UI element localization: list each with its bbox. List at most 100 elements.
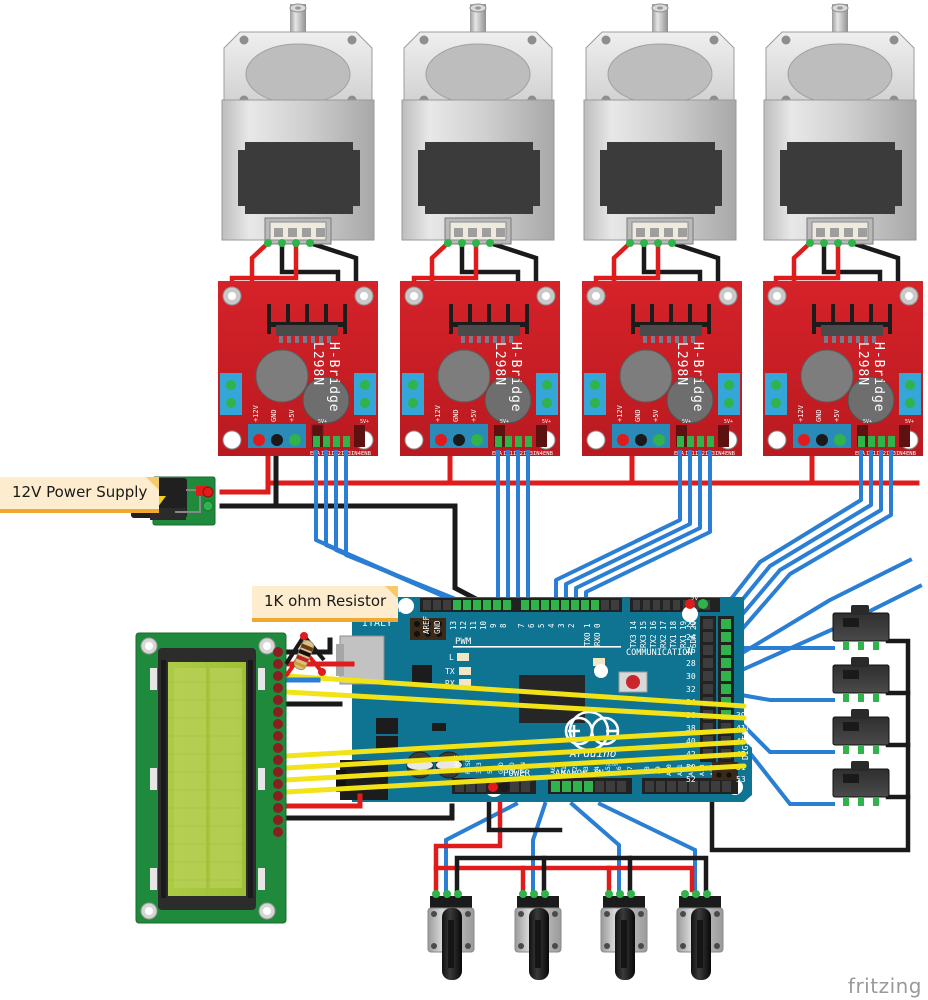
svg-text:38: 38 (686, 724, 696, 733)
svg-text:GND: GND (452, 409, 460, 422)
svg-text:28: 28 (686, 659, 696, 668)
svg-text:H-Bridge: H-Bridge (690, 342, 705, 413)
svg-text:42: 42 (686, 750, 696, 759)
svg-text:RX2 17: RX2 17 (659, 621, 668, 648)
stepper-motor[interactable] (401, 3, 555, 247)
slide-switch[interactable] (832, 761, 890, 806)
svg-text:H-Bridge: H-Bridge (326, 342, 341, 413)
svg-text:5V+: 5V+ (542, 419, 551, 425)
svg-text:5V: 5V (690, 594, 699, 602)
l298n-driver[interactable]: L298N H-Bridge +12V GND +5V (218, 281, 378, 457)
svg-text:+12V: +12V (252, 404, 260, 422)
slide-switch[interactable] (832, 605, 890, 650)
wire-switch-gnd (709, 638, 911, 853)
potentiometer[interactable] (600, 890, 648, 980)
svg-text:+5V: +5V (833, 409, 841, 422)
svg-text:RX1 19: RX1 19 (679, 621, 688, 648)
svg-text:L298N: L298N (855, 342, 870, 386)
svg-text:12: 12 (459, 621, 468, 630)
svg-text:ENB: ENB (543, 451, 554, 457)
svg-text:5: 5 (537, 623, 546, 628)
svg-text:4: 4 (547, 623, 556, 628)
svg-text:5V+: 5V+ (905, 419, 914, 425)
stepper-motor[interactable] (221, 3, 375, 247)
svg-text:L: L (449, 653, 454, 662)
svg-text:A1: A1 (560, 766, 568, 774)
slide-switch-group (832, 605, 890, 806)
note-12v-power-supply: 12V Power Supply (0, 477, 160, 513)
svg-text:30: 30 (686, 672, 696, 681)
resistor-1k[interactable] (284, 632, 326, 678)
svg-text:5V+: 5V+ (360, 419, 369, 425)
l298n-driver[interactable]: L298N H-Bridge +12V GND +5V 5V+ 5V+ (763, 281, 923, 457)
svg-text:22: 22 (686, 620, 696, 629)
svg-text:TX3 14: TX3 14 (629, 620, 638, 648)
silk-italy: ITALY (362, 618, 392, 629)
potentiometer[interactable] (514, 890, 562, 980)
svg-text:+5V: +5V (288, 409, 296, 422)
l298n-driver[interactable]: L298N H-Bridge +12V GND +5V 5V+5V+ (582, 281, 742, 457)
svg-text:+5V: +5V (470, 409, 478, 422)
svg-text:13: 13 (449, 621, 458, 630)
svg-text:A2: A2 (571, 766, 579, 774)
arduino-mega-board[interactable]: MADE IN ITALY (336, 594, 752, 802)
svg-text:IN4: IN4 (533, 451, 544, 457)
svg-text:AREF: AREF (422, 615, 431, 634)
svg-text:RESET: RESET (464, 754, 472, 774)
svg-text:26: 26 (686, 646, 696, 655)
svg-text:7: 7 (517, 623, 526, 628)
svg-text:+5V: +5V (652, 409, 660, 422)
svg-text:A0: A0 (549, 766, 557, 774)
svg-text:1: 1 (583, 623, 592, 628)
note-1k-ohm-resistor: 1K ohm Resistor (252, 586, 399, 622)
slide-switch[interactable] (832, 657, 890, 702)
svg-text:0: 0 (593, 623, 602, 628)
svg-text:GND: GND (433, 620, 442, 634)
slide-switch[interactable] (832, 709, 890, 754)
stepper-motor-group (221, 3, 917, 247)
svg-text:5V+: 5V+ (863, 419, 872, 425)
l298n-driver-group: L298N H-Bridge +12V GND +5V (218, 281, 923, 457)
stepper-motor[interactable] (583, 3, 737, 247)
svg-text:TX1 18: TX1 18 (669, 620, 678, 648)
l298n-driver[interactable]: L298N H-Bridge +12V GND +5V 5V+5V+ (400, 281, 560, 457)
svg-text:GND: GND (815, 409, 823, 422)
svg-text:5V+: 5V+ (318, 419, 327, 425)
potentiometer[interactable] (676, 890, 724, 980)
svg-text:8: 8 (499, 623, 508, 628)
svg-text:MEGA: MEGA (606, 762, 618, 768)
svg-text:ENB: ENB (906, 451, 917, 457)
silk-power: POWER (503, 769, 531, 779)
lcd-pin-header[interactable] (273, 647, 283, 837)
svg-text:10: 10 (479, 620, 488, 630)
lcd-display[interactable] (135, 632, 287, 924)
svg-text:SDA 20: SDA 20 (689, 620, 698, 648)
svg-text:GND: GND (270, 409, 278, 422)
svg-text:5V+: 5V+ (682, 419, 691, 425)
svg-text:TXO: TXO (583, 632, 592, 646)
wire-pot-analog (444, 801, 697, 892)
svg-text:+12V: +12V (797, 404, 805, 422)
svg-text:40: 40 (686, 737, 696, 746)
potentiometer-group (427, 890, 724, 980)
svg-text:53: 53 (736, 775, 746, 784)
wire-pot-5v (433, 801, 695, 893)
svg-text:A5: A5 (604, 766, 612, 774)
svg-text:TX2 16: TX2 16 (649, 620, 658, 648)
svg-text:H-Bridge: H-Bridge (508, 342, 523, 413)
silk-communication: COMMUNICATION (626, 648, 693, 658)
svg-text:9: 9 (489, 623, 498, 628)
svg-text:ENB: ENB (725, 451, 736, 457)
svg-text:L298N: L298N (310, 342, 325, 386)
svg-text:H-Bridge: H-Bridge (871, 342, 886, 413)
svg-text:5V+: 5V+ (724, 419, 733, 425)
svg-text:TX: TX (445, 667, 455, 676)
stepper-motor[interactable] (763, 3, 917, 247)
svg-text:A4: A4 (593, 766, 601, 774)
svg-text:A6: A6 (615, 766, 623, 774)
fritzing-watermark: fritzing (847, 974, 922, 998)
svg-text:RXO: RXO (593, 632, 602, 646)
potentiometer[interactable] (427, 890, 475, 980)
svg-text:32: 32 (686, 685, 696, 694)
